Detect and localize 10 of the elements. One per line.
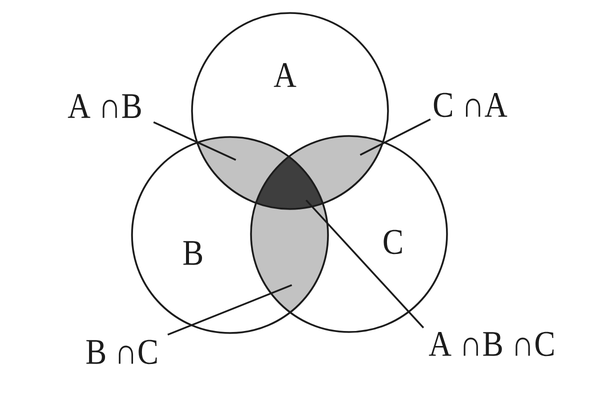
- shaded-region: [256, 156, 323, 209]
- leader-line: [306, 200, 424, 328]
- intersection-label: A ∩B ∩C: [428, 332, 554, 356]
- intersection-label: B ∩C: [86, 340, 157, 364]
- intersection-label: C ∩A: [434, 92, 508, 118]
- shaded-region: [197, 137, 289, 203]
- intersection-label: A ∩B: [68, 94, 141, 118]
- leader-line: [167, 284, 292, 336]
- shaded-region: [289, 136, 383, 204]
- shaded-region: [251, 203, 328, 312]
